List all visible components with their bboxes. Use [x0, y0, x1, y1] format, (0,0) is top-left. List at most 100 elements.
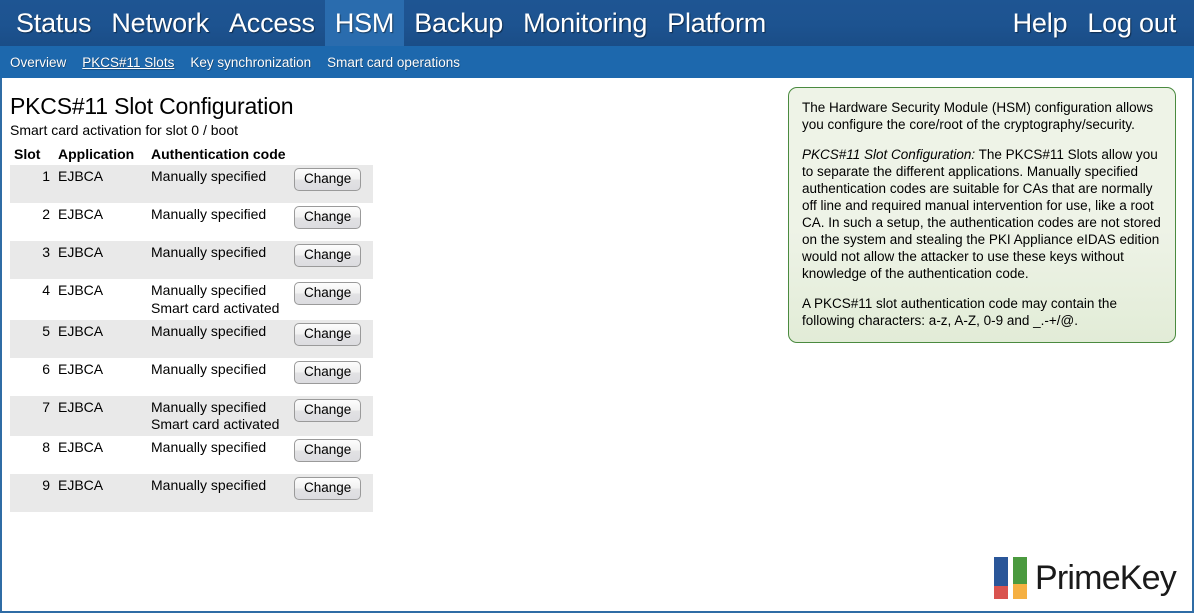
info-paragraph-2-text: The PKCS#11 Slots allow you to separate … — [802, 147, 1161, 281]
cell-action: Change — [290, 203, 373, 241]
table-row: 3 EJBCA Manually specified Change — [10, 241, 373, 280]
nav-item-help[interactable]: Help — [1012, 7, 1068, 38]
subnav-item-overview[interactable]: Overview — [10, 54, 67, 70]
logo-text: PrimeKey — [1035, 558, 1177, 597]
change-button[interactable]: Change — [294, 360, 362, 384]
auth-line-1: Manually specified — [151, 360, 267, 377]
change-button[interactable]: Change — [294, 439, 362, 463]
cell-slot-number: 1 — [10, 165, 54, 204]
info-paragraph-3: A PKCS#11 slot authentication code may c… — [802, 296, 1117, 328]
cell-action: Change — [290, 474, 373, 513]
change-button[interactable]: Change — [294, 244, 362, 268]
top-right-menu: Help Log out — [1003, 0, 1194, 46]
cell-application: EJBCA — [58, 360, 104, 377]
table-header-row: Slot Application Authentication code — [10, 146, 373, 165]
info-emphasis: PKCS#11 Slot Configuration: — [802, 147, 976, 162]
change-button[interactable]: Change — [294, 322, 362, 346]
change-button[interactable]: Change — [294, 282, 362, 306]
page-subtitle: Smart card activation for slot 0 / boot — [10, 122, 238, 139]
logo-column-left — [994, 557, 1009, 599]
cell-slot-number: 8 — [42, 439, 50, 456]
cell-authentication-code: Manually specified — [147, 165, 290, 204]
cell-application: EJBCA — [58, 439, 104, 456]
cell-authentication-code: Manually specified — [147, 358, 290, 396]
table-row: 2 EJBCA Manually specified Change — [10, 203, 373, 241]
cell-authentication-code: Manually specified — [147, 474, 290, 513]
cell-action: Change — [290, 436, 373, 474]
cell-action: Change — [290, 395, 373, 437]
auth-line-1: Manually specified — [151, 322, 267, 339]
nav-item-logout[interactable]: Log out — [1087, 7, 1176, 38]
logo-bar-blue — [994, 557, 1009, 586]
change-button[interactable]: Change — [294, 477, 362, 501]
nav-item-platform[interactable]: Platform — [667, 7, 767, 38]
subnav-item-smart-card-operations[interactable]: Smart card operations — [327, 54, 460, 70]
auth-line-1: Manually specified — [151, 168, 267, 185]
auth-line-2: Smart card activated — [151, 299, 280, 316]
cell-application: EJBCA — [54, 165, 147, 204]
nav-item-status[interactable]: Status — [16, 7, 92, 38]
change-button[interactable]: Change — [294, 168, 362, 192]
table-body: 1 EJBCA Manually specified Change 2 EJBC… — [10, 165, 373, 513]
cell-action: Change — [290, 165, 373, 204]
cell-authentication-code: Manually specified — [147, 203, 290, 241]
cell-slot-number: 2 — [42, 206, 50, 223]
content-area: PKCS#11 Slot Configuration Smart card ac… — [0, 78, 1194, 613]
cell-authentication-code: Manually specified — [147, 241, 290, 280]
cell-slot-number: 4 — [42, 282, 50, 299]
cell-action: Change — [290, 319, 373, 358]
info-paragraph-2: PKCS#11 Slot Configuration: The PKCS#11 … — [802, 146, 1162, 282]
table-row: 7 EJBCA Manually specified Smart card ac… — [10, 395, 373, 437]
nav-item-backup[interactable]: Backup — [414, 7, 504, 38]
subnav-item-pkcs11-slots[interactable]: PKCS#11 Slots — [82, 54, 175, 70]
table-row: 4 EJBCA Manually specified Smart card ac… — [10, 279, 373, 319]
cell-authentication-code: Manually specified Smart card activated — [147, 279, 290, 319]
table-row: 5 EJBCA Manually specified Change — [10, 319, 373, 358]
cell-application: EJBCA — [58, 282, 104, 299]
auth-line-1: Manually specified — [151, 206, 267, 223]
help-info-panel: The Hardware Security Module (HSM) confi… — [788, 87, 1176, 343]
auth-line-1: Manually specified — [151, 398, 267, 415]
cell-slot-number: 5 — [10, 319, 54, 358]
cell-slot-number: 7 — [10, 395, 54, 437]
cell-application: EJBCA — [54, 319, 147, 358]
column-header-actions — [290, 146, 373, 165]
slot-configuration-panel: PKCS#11 Slot Configuration Smart card ac… — [10, 78, 430, 513]
pkcs11-slots-table: Slot Application Authentication code 1 E… — [10, 146, 373, 513]
auth-line-1: Manually specified — [151, 244, 267, 261]
info-paragraph-1: The Hardware Security Module (HSM) confi… — [802, 100, 1154, 132]
nav-item-hsm[interactable]: HSM — [324, 0, 405, 46]
cell-slot-number: 6 — [42, 360, 50, 377]
main-menu: Status Network Access HSM Backup Monitor… — [0, 0, 776, 46]
subnav-item-key-synchronization[interactable]: Key synchronization — [190, 54, 312, 70]
cell-action: Change — [290, 358, 373, 396]
auth-line-1: Manually specified — [151, 282, 267, 299]
cell-authentication-code: Manually specified — [147, 319, 290, 358]
cell-action: Change — [290, 241, 373, 280]
column-header-slot: Slot — [14, 146, 41, 163]
column-header-application: Application — [58, 146, 135, 163]
table-row: 6 EJBCA Manually specified Change — [10, 358, 373, 396]
nav-item-network[interactable]: Network — [111, 7, 209, 38]
cell-slot-number: 9 — [10, 474, 54, 513]
page-title: PKCS#11 Slot Configuration — [10, 93, 294, 119]
table-row: 9 EJBCA Manually specified Change — [10, 474, 373, 513]
cell-application: EJBCA — [54, 241, 147, 280]
nav-item-monitoring[interactable]: Monitoring — [523, 7, 648, 38]
table-row: 8 EJBCA Manually specified Change — [10, 436, 373, 474]
auth-line-2: Smart card activated — [151, 415, 280, 432]
logo-bar-green — [1013, 557, 1028, 584]
logo-mark-icon — [994, 557, 1028, 599]
top-navigation-bar: Status Network Access HSM Backup Monitor… — [0, 0, 1194, 46]
sub-navigation-bar: Overview PKCS#11 Slots Key synchronizati… — [0, 46, 1194, 78]
nav-item-access[interactable]: Access — [228, 7, 315, 38]
logo-bar-orange — [1013, 583, 1028, 599]
logo-column-right — [1013, 557, 1028, 599]
change-button[interactable]: Change — [294, 206, 362, 230]
table-row: 1 EJBCA Manually specified Change — [10, 165, 373, 204]
change-button[interactable]: Change — [294, 398, 362, 422]
cell-application: EJBCA — [54, 395, 147, 437]
cell-application: EJBCA — [58, 206, 104, 223]
logo-bar-red — [994, 585, 1009, 599]
